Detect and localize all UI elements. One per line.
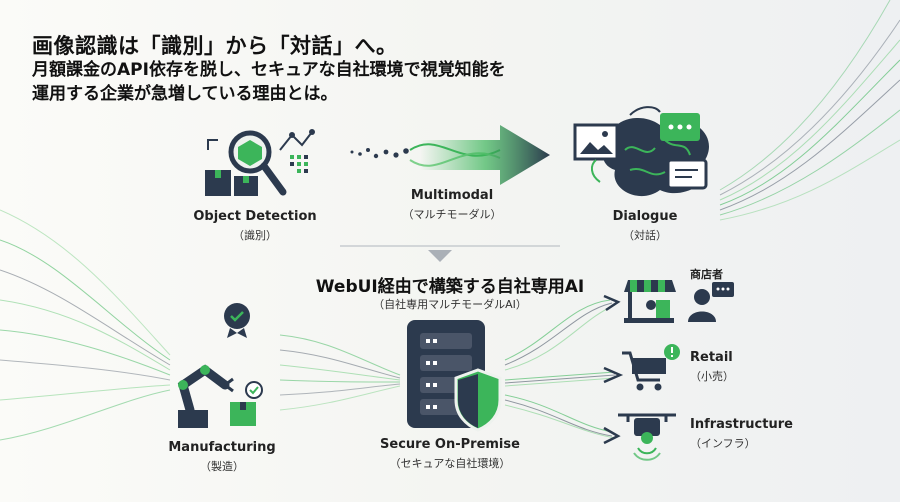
section-divider <box>340 245 560 262</box>
multimodal-arrow <box>350 125 550 185</box>
merchant-icon <box>624 280 734 323</box>
page-title: 画像認識は「識別」から「対話」へ。 <box>32 34 398 58</box>
outbound-arrows <box>504 294 624 445</box>
drone-icon <box>618 413 676 461</box>
server-sub: （セキュアな自社環境） <box>389 457 511 470</box>
page-subtitle: 月額課金のAPI依存を脱し、セキュアな自社環境で視覚知能を 運用する企業が急増し… <box>32 58 506 106</box>
flow-lines-top-right <box>719 0 900 221</box>
retail-cart-icon <box>622 344 680 391</box>
server-label: Secure On-Premise <box>380 437 520 452</box>
infrastructure-label: Infrastructure <box>690 417 793 432</box>
object-detection-label: Object Detection <box>193 209 317 224</box>
subtitle-line-1: 月額課金のAPI依存を脱し、セキュアな自社環境で視覚知能を <box>32 60 506 80</box>
flow-lines-left <box>0 209 171 441</box>
retail-label: Retail <box>690 350 733 365</box>
object-detection-sub: （識別） <box>233 229 277 242</box>
multimodal-sub: （マルチモーダル） <box>402 208 502 221</box>
merchant-label: 商店者 <box>690 268 723 281</box>
dialogue-sub: （対話） <box>623 229 667 242</box>
object-detection-icon <box>205 129 315 196</box>
center-sub: （自社専用マルチモーダルAI） <box>373 298 527 311</box>
multimodal-label: Multimodal <box>410 188 494 203</box>
subtitle-line-2: 運用する企業が急増している理由とは。 <box>32 84 338 104</box>
manufacturing-icon <box>177 303 263 428</box>
center-title: WebUI経由で構築する自社専用AI <box>315 277 585 297</box>
server-icon <box>407 320 502 432</box>
manufacturing-sub: （製造） <box>200 460 244 473</box>
retail-sub: （小売） <box>690 370 734 383</box>
dialogue-label: Dialogue <box>612 209 678 224</box>
inbound-lines <box>279 334 401 411</box>
infrastructure-sub: （インフラ） <box>690 437 756 450</box>
chevron-down-icon <box>428 250 452 262</box>
manufacturing-label: Manufacturing <box>168 440 276 455</box>
dialogue-brain-icon <box>573 106 709 197</box>
